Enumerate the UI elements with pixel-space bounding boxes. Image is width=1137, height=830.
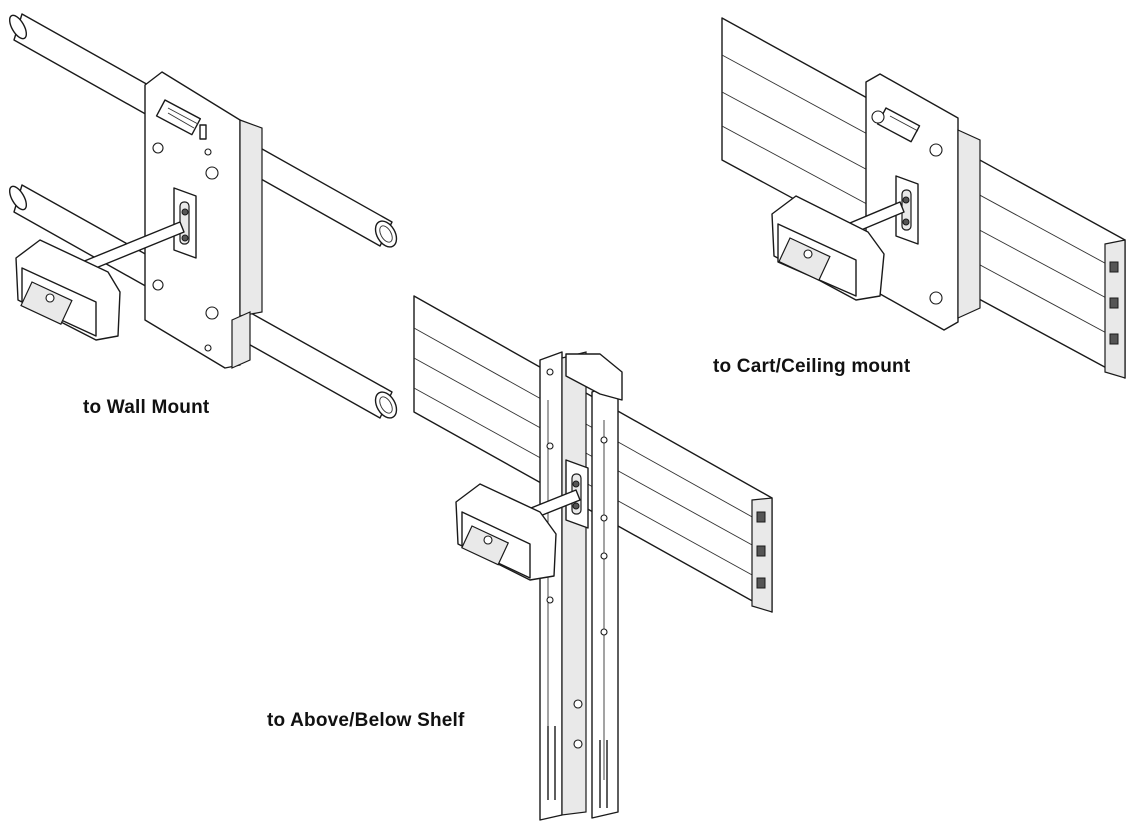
wall-mount-assembly	[8, 13, 398, 419]
shelf-mount-assembly	[413, 295, 773, 821]
shelf-vertical-post	[539, 351, 623, 821]
cart-ceiling-mount-assembly	[721, 17, 1126, 379]
caption-wall-mount: to Wall Mount	[83, 397, 210, 418]
shelf-mount-handle	[455, 483, 557, 581]
wall-mount-plate	[144, 71, 263, 369]
caption-cart-ceiling-mount: to Cart/Ceiling mount	[713, 356, 911, 377]
cart-mount-handle	[771, 195, 885, 301]
wall-mount-handle	[15, 239, 121, 341]
cart-mount-plate	[865, 73, 981, 331]
caption-above-below-shelf: to Above/Below Shelf	[267, 710, 465, 731]
